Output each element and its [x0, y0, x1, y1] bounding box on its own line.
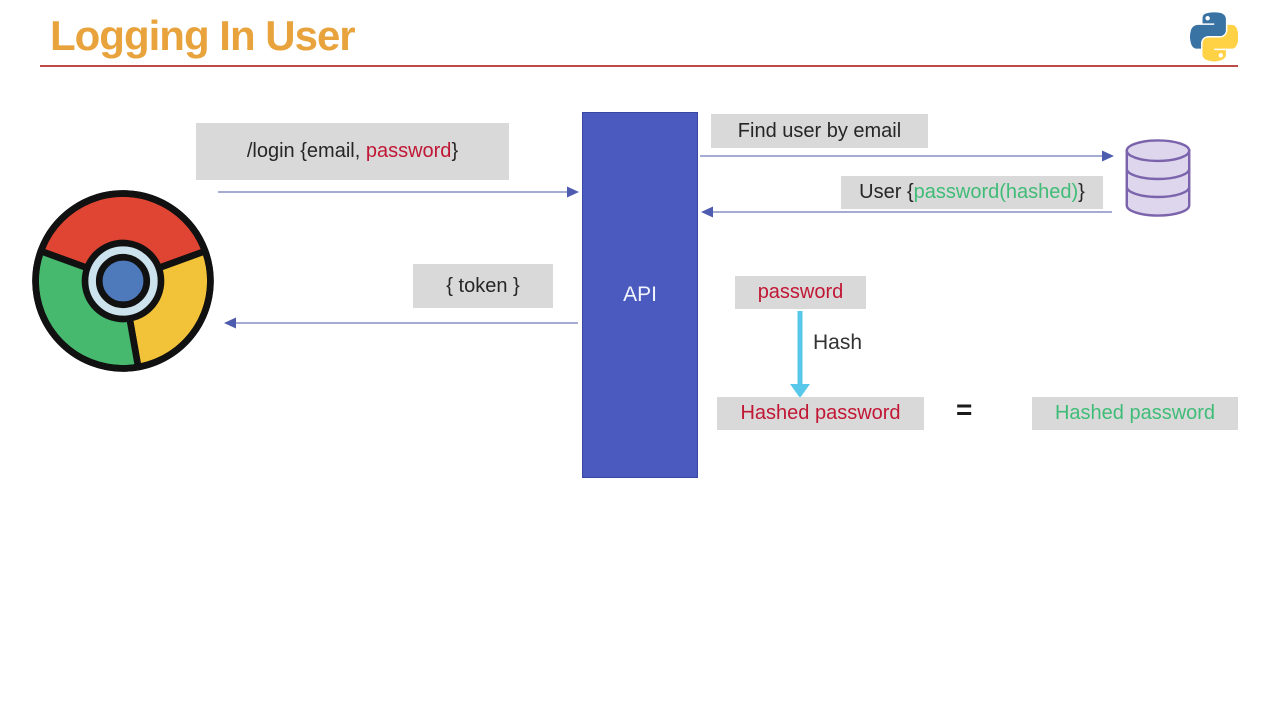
title-underline [40, 65, 1238, 67]
token-text: { token } [446, 274, 520, 297]
login-request-suffix: } [451, 140, 459, 162]
hashed-password-stored-label: Hashed password [1032, 397, 1238, 430]
arrow-find-user [700, 150, 1114, 162]
api-block: API [582, 112, 698, 478]
database-icon [1125, 139, 1191, 217]
arrow-token-response [224, 317, 578, 329]
user-result-label: User {password(hashed)} [841, 176, 1103, 209]
plain-password-label: password [735, 276, 866, 309]
hashed-password-computed-text: Hashed password [740, 402, 901, 424]
python-logo-icon [1190, 12, 1238, 62]
api-label: API [623, 283, 657, 306]
plain-password-text: password [757, 281, 844, 303]
arrow-hash [790, 311, 810, 398]
find-user-text: Find user by email [737, 119, 902, 142]
page-title: Logging In User [50, 12, 356, 59]
equals-text: = [956, 394, 973, 425]
token-label: { token } [413, 264, 553, 308]
chrome-browser-icon [32, 190, 214, 372]
hashed-password-stored-text: Hashed password [1054, 402, 1216, 424]
login-request-prefix: /login {email, [246, 140, 366, 162]
hash-text: Hash [813, 331, 863, 354]
arrow-login-request [218, 186, 579, 198]
find-user-label: Find user by email [711, 114, 928, 148]
login-request-label: /login {email, password} [196, 123, 509, 180]
user-result-hashed-highlight: password(hashed) [913, 181, 1079, 203]
equals-sign: = [956, 394, 972, 426]
hashed-password-computed-label: Hashed password [717, 397, 924, 430]
user-result-prefix: User { [859, 181, 914, 203]
user-result-suffix: } [1078, 181, 1085, 203]
login-request-password-highlight: password [365, 140, 452, 162]
hash-operation-label: Hash [813, 331, 862, 355]
